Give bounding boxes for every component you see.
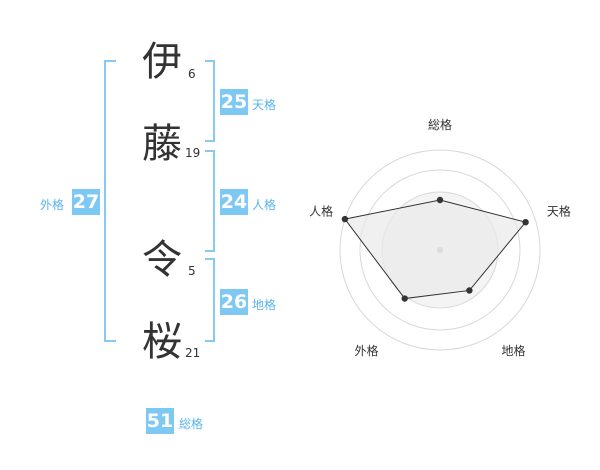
radar-axis-label-4: 外格 [355,343,379,358]
radar-series-polygon [344,199,527,300]
radar-grid-ring [359,169,521,331]
chikaku-bracket [205,258,215,342]
gaikaku-label: 外格 [40,198,65,212]
chikaku-value: 26 [220,289,248,315]
radar-grid-ring [339,149,541,351]
tenkaku-value: 25 [220,89,248,115]
tenkaku-bracket [205,60,215,142]
jinkaku-value: 24 [220,189,248,215]
stroke-count-2: 19 [185,146,201,160]
jinkaku-label: 人格 [252,198,277,212]
gaikaku-value: 27 [72,189,100,215]
jinkaku-bracket [205,150,215,252]
radar-axis-label-1: 総格 [428,117,452,132]
radar-axis-label-5: 人格 [309,203,333,218]
soukaku-value: 51 [146,408,174,434]
tenkaku-label: 天格 [252,98,277,112]
soukaku-label: 総格 [179,417,204,431]
radar-axis-label-3: 地格 [501,343,525,358]
radar-point-1 [436,196,444,204]
chikaku-label: 地格 [252,298,277,312]
name-char-1: 伊 [142,39,182,85]
radar-point-3 [466,287,473,294]
stroke-count-4: 21 [185,346,201,360]
radar-axis-label-2: 天格 [547,203,571,218]
name-char-4: 桜 [142,319,182,365]
radar-point-2 [522,218,529,226]
name-char-3: 令 [142,237,182,283]
radar-point-4 [401,295,408,302]
radar-point-5 [341,215,349,223]
gaikaku-bracket [104,60,116,342]
stroke-count-3: 5 [188,264,196,278]
stroke-count-1: 6 [188,67,196,81]
name-char-2: 藤 [142,121,182,167]
